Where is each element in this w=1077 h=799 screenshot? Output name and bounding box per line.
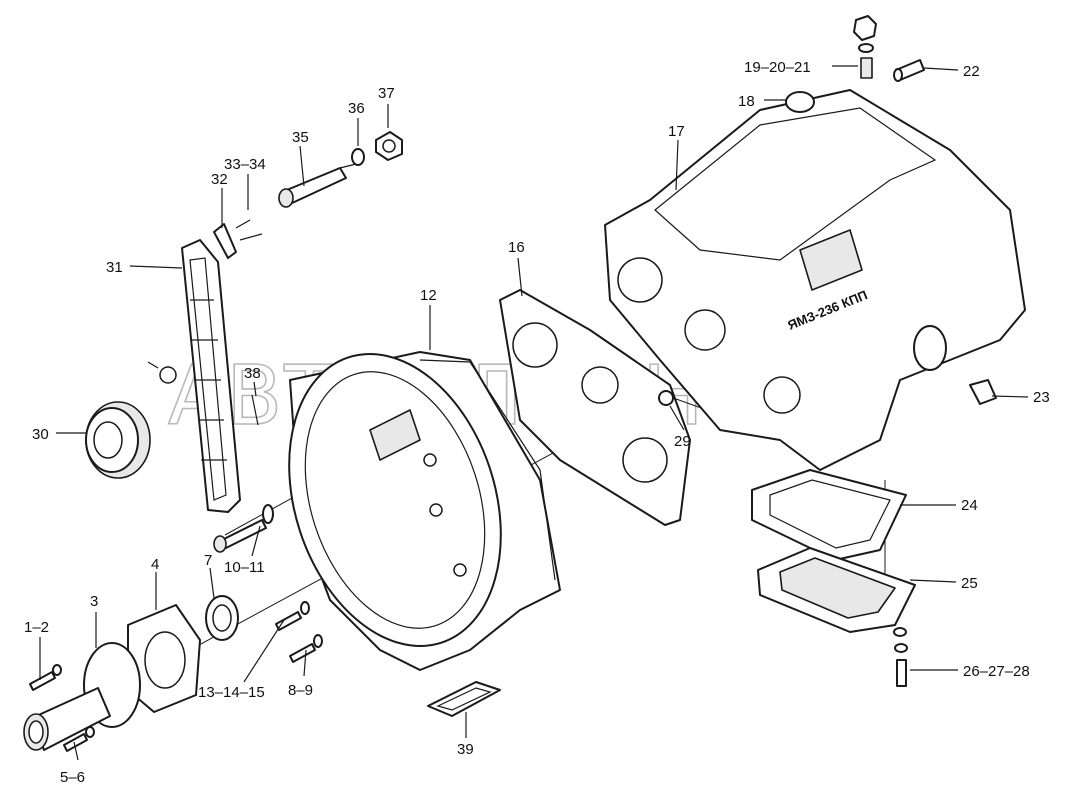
label-22: 22 [963,63,980,80]
label-7: 7 [204,552,212,569]
part-35-shaft [278,163,357,208]
part-12-clutch-housing [288,351,561,671]
part-29-plug [658,390,674,406]
label-37: 37 [378,85,395,102]
label-8-9: 8–9 [288,682,313,699]
part-22-breather [893,59,925,82]
part-1-2-bolt [29,664,62,691]
part-labels: 1–2 3 4 5–6 7 8–9 10–11 12 13–14–15 16 1… [24,59,1050,786]
label-36: 36 [348,100,365,117]
part-38-small-bolt [251,394,259,426]
part-3-flanged-sleeve [23,642,141,751]
label-3: 3 [90,593,98,610]
part-25-cover [757,547,916,633]
part-26-28-bolt [893,627,908,687]
part-32-pin [213,219,263,259]
part-5-6-bolt [63,726,95,752]
label-10-11: 10–11 [224,559,265,576]
label-31: 31 [106,259,123,276]
part-24-gasket [751,469,907,561]
label-32: 32 [211,171,228,188]
label-30: 30 [32,426,49,443]
part-19-21-plug [853,15,877,79]
label-24: 24 [961,497,978,514]
label-5-6: 5–6 [60,769,85,786]
part-7-seal [205,595,239,641]
label-18: 18 [738,93,755,110]
part-13-15-stud [275,601,310,631]
label-19-20-21: 19–20–21 [744,59,811,76]
label-33-34: 33–34 [224,156,266,173]
label-12: 12 [420,287,437,304]
label-17: 17 [668,123,685,140]
leader-lines [39,65,1029,761]
part-37-nut [375,131,403,161]
part-16-gasket [499,289,691,526]
part-36-washer [351,148,365,166]
label-39: 39 [457,741,474,758]
part-39-pad [427,681,501,717]
part-17-gearbox-case: ЯМЗ-236 КПП [604,89,1026,471]
label-13-14-15: 13–14–15 [198,684,265,701]
part-10-11-bolt [213,504,274,553]
label-4: 4 [151,556,159,573]
label-38: 38 [244,365,261,382]
part-8-9-bolt [289,634,323,663]
label-35: 35 [292,129,309,146]
label-29: 29 [674,433,691,450]
label-16: 16 [508,239,525,256]
part-31-lever-bracket [147,239,241,513]
part-30-bearing-cup [85,401,151,479]
label-23: 23 [1033,389,1050,406]
label-25: 25 [961,575,978,592]
part-18-cap [785,91,815,113]
part-23-plug [969,379,997,405]
part-4-gasket [127,604,201,713]
label-26-27-28: 26–27–28 [963,663,1030,680]
label-1-2: 1–2 [24,619,49,636]
